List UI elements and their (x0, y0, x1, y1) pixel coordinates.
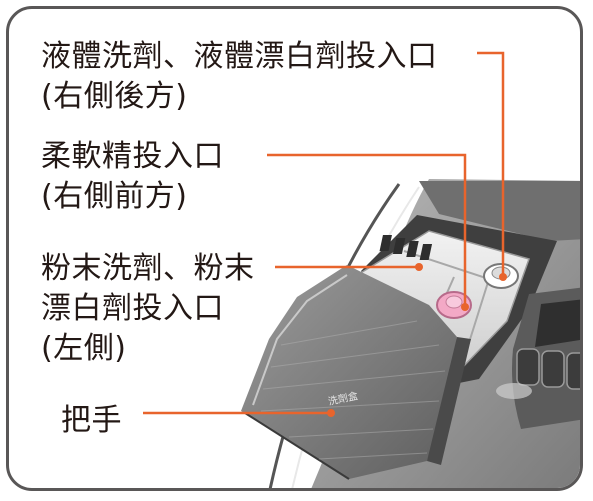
leader-dots (327, 263, 507, 417)
callout-powder-line2: 漂白劑投入口 (41, 291, 224, 326)
machine-back-panel (419, 181, 580, 241)
callout-liquid-line1: 液體洗劑、液體漂白劑投入口 (41, 39, 438, 74)
callout-powder-line1: 粉末洗劑、粉末 (41, 251, 255, 286)
callout-softener-line2: (右側前方) (41, 179, 188, 214)
callout-liquid-detergent: 液體洗劑、液體漂白劑投入口 (右側後方) (41, 37, 438, 117)
callout-handle-line1: 把手 (61, 403, 122, 438)
detergent-box-lid (241, 265, 457, 479)
leader-liquid (477, 51, 505, 277)
tray-slots (379, 235, 433, 260)
leader-softener (267, 153, 467, 307)
diagram-frame: 洗劑盒 液體洗劑、液體漂白劑投入口 (右側後方) 柔軟精投入口 (右側前方) 粉… (6, 6, 583, 491)
callout-handle: 把手 (61, 401, 122, 441)
leader-lines (143, 51, 505, 415)
callout-liquid-line2: (右側後方) (41, 79, 188, 114)
callout-softener-line1: 柔軟精投入口 (41, 139, 224, 174)
callout-softener: 柔軟精投入口 (右側前方) (41, 137, 224, 217)
control-buttons (516, 348, 580, 390)
callout-powder-line3: (左側) (41, 331, 127, 366)
detergent-box-illustration: 洗劑盒 (143, 51, 580, 488)
callout-powder-detergent: 粉末洗劑、粉末 漂白劑投入口 (左側) (41, 249, 255, 369)
